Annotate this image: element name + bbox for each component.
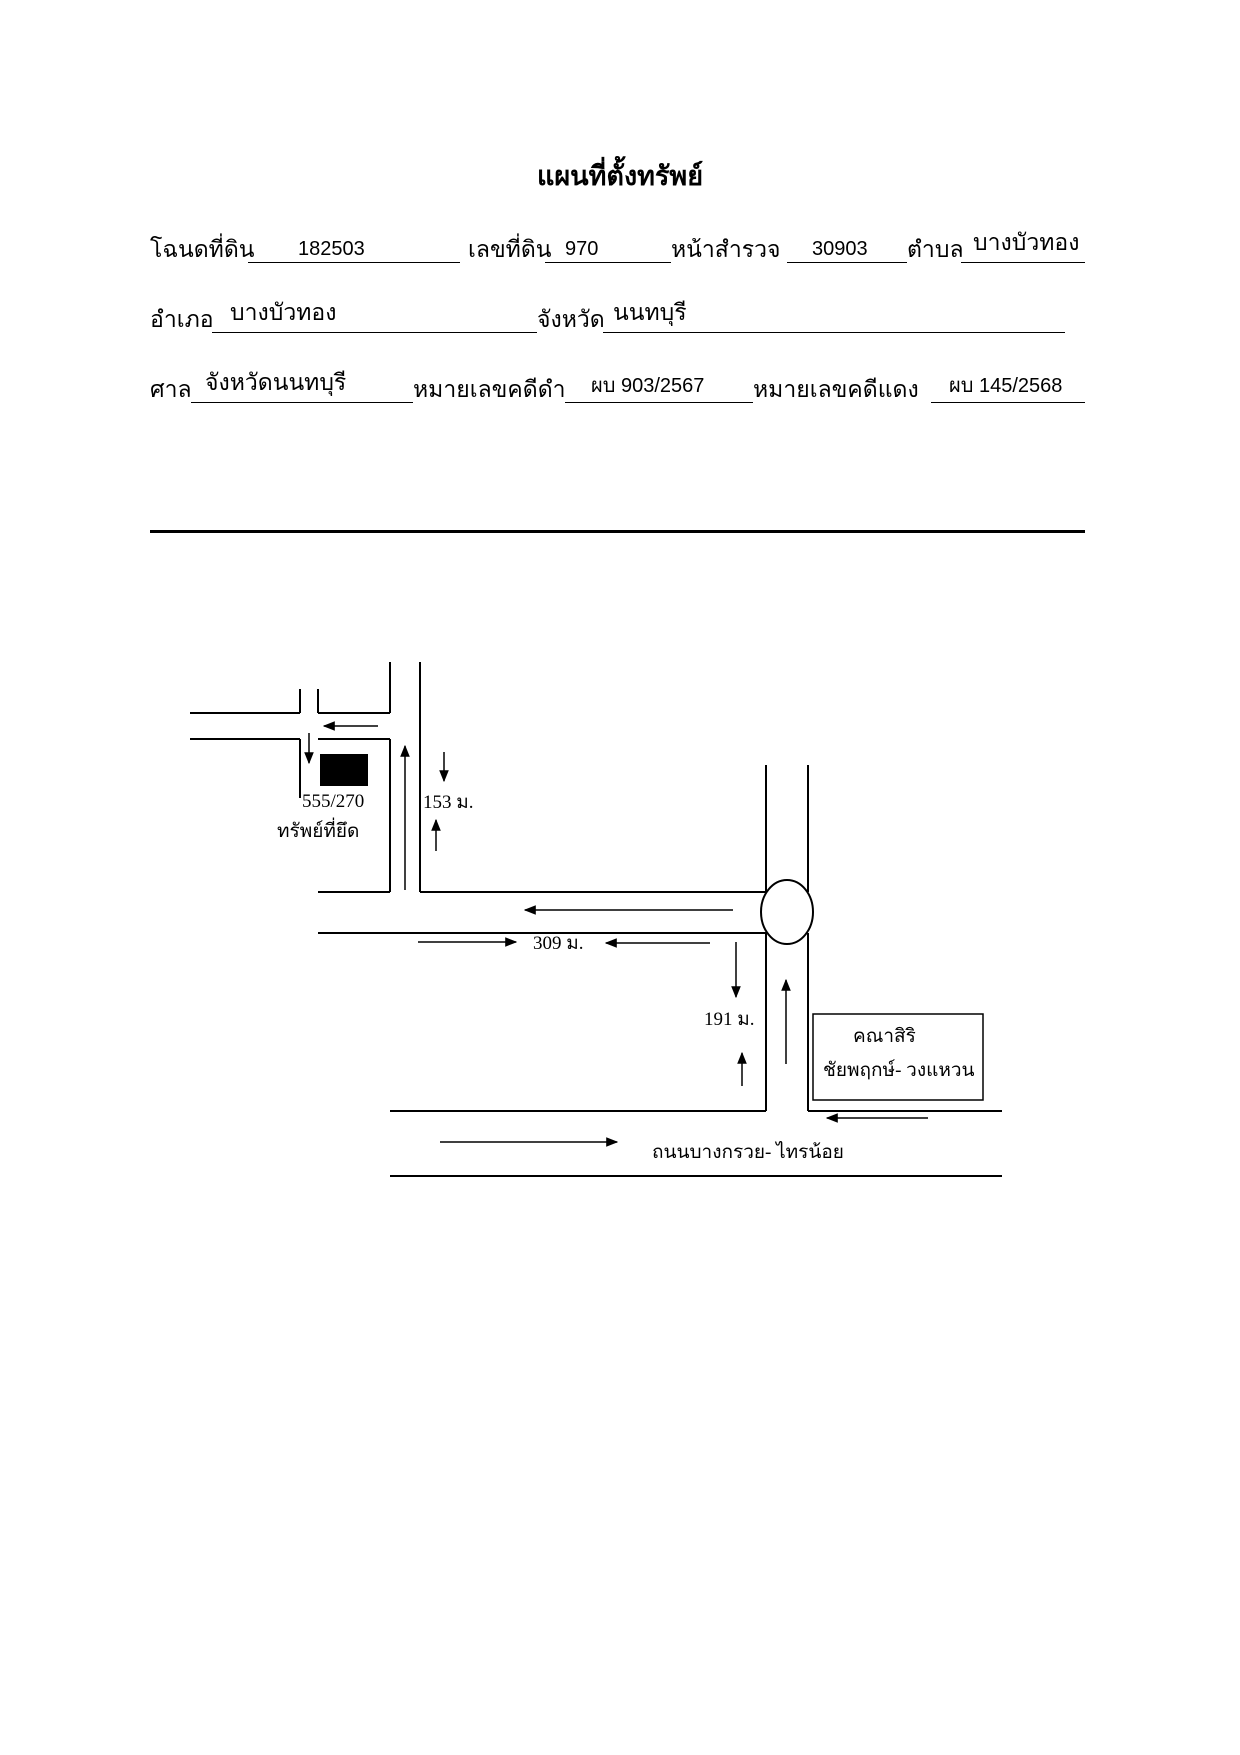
deed-field: 182503: [248, 232, 460, 263]
property-marker: [320, 754, 368, 786]
distance-309: 309 ม.: [533, 933, 584, 954]
row-district: อำเภอ บางบัวทอง จังหวัด นนทบุรี: [150, 300, 1100, 338]
red-case-field: ผบ 145/2568: [931, 372, 1085, 403]
land-no-label: เลขที่ดิน: [468, 237, 552, 263]
property-number: 555/270: [302, 791, 364, 812]
subdistrict-field: บางบัวทอง: [961, 230, 1085, 263]
subdistrict-label: ตำบล: [907, 237, 964, 263]
province-value: นนทบุรี: [613, 300, 687, 326]
district-label: อำเภอ: [150, 307, 214, 333]
survey-field: 30903: [787, 232, 907, 263]
property-caption: ทรัพย์ที่ยึด: [277, 817, 359, 842]
deed-label: โฉนดที่ดิน: [150, 237, 255, 263]
court-field: จังหวัดนนทบุรี: [191, 370, 413, 403]
court-value: จังหวัดนนทบุรี: [205, 370, 347, 396]
red-case-label: หมายเลขคดีแดง: [753, 377, 919, 403]
court-label: ศาล: [150, 377, 192, 403]
row-deed: โฉนดที่ดิน 182503 เลขที่ดิน 970 หน้าสำรว…: [150, 230, 1100, 268]
road-name: ถนนบางกรวย- ไทรน้อย: [652, 1141, 844, 1163]
district-field: บางบัวทอง: [212, 300, 537, 333]
direction-arrows: [304, 721, 928, 1147]
distance-191: 191 ม.: [704, 1009, 755, 1030]
row-court: ศาล จังหวัดนนทบุรี หมายเลขคดีดำ ผบ 903/2…: [150, 370, 1100, 408]
land-no-field: 970: [545, 232, 671, 263]
roundabout: [760, 879, 814, 945]
black-case-field: ผบ 903/2567: [565, 372, 753, 403]
road-lines: [190, 662, 1002, 1177]
subdistrict-value: บางบัวทอง: [973, 230, 1080, 256]
black-case-label: หมายเลขคดีดำ: [413, 377, 566, 403]
section-divider: [150, 530, 1085, 533]
survey-value: 30903: [812, 238, 868, 260]
land-no-value: 970: [565, 238, 599, 260]
page-title: แผนที่ตั้งทรัพย์: [536, 161, 704, 192]
province-label: จังหวัด: [537, 307, 605, 333]
province-field: นนทบุรี: [603, 300, 1065, 333]
survey-label: หน้าสำรวจ: [671, 237, 781, 263]
landmark-line2: ชัยพฤกษ์- วงแหวน: [823, 1059, 975, 1081]
distance-153: 153 ม.: [423, 792, 474, 813]
district-value: บางบัวทอง: [230, 300, 337, 326]
red-case-value: ผบ 145/2568: [949, 375, 1063, 397]
deed-value: 182503: [298, 238, 365, 260]
landmark-line1: คณาสิริ: [853, 1026, 916, 1047]
landmark-box: [812, 1013, 984, 1101]
black-case-value: ผบ 903/2567: [591, 375, 705, 397]
